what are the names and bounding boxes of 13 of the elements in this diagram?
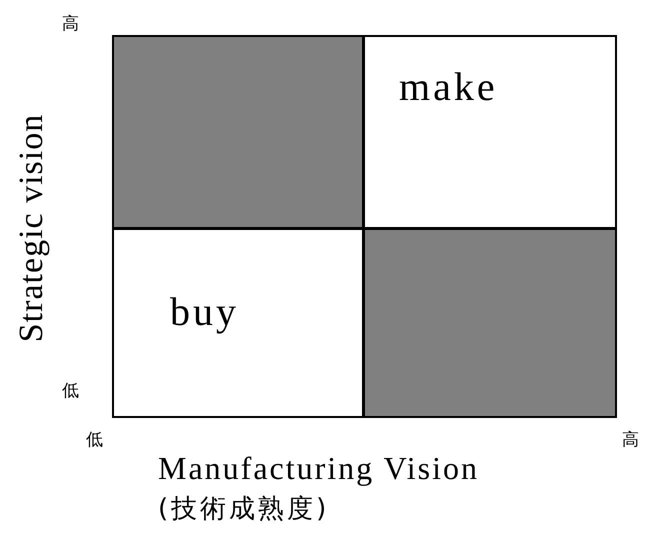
axis-level-label: 高 [622,432,639,449]
axis-title: Manufacturing Vision [158,452,479,484]
quadrant-label: make [399,64,498,109]
quadrant-label: buy [170,289,239,334]
axis-title: (技術成熟度) [158,496,330,522]
shaded-quadrant [363,228,617,418]
axis-level-label: 低 [86,432,103,449]
shaded-quadrant [112,35,364,229]
quadrant [363,35,617,229]
axis-level-label: 高 [62,16,79,33]
axis-title: Strategic vision [15,114,49,342]
quadrant [112,228,364,418]
axis-level-label: 低 [62,383,79,400]
